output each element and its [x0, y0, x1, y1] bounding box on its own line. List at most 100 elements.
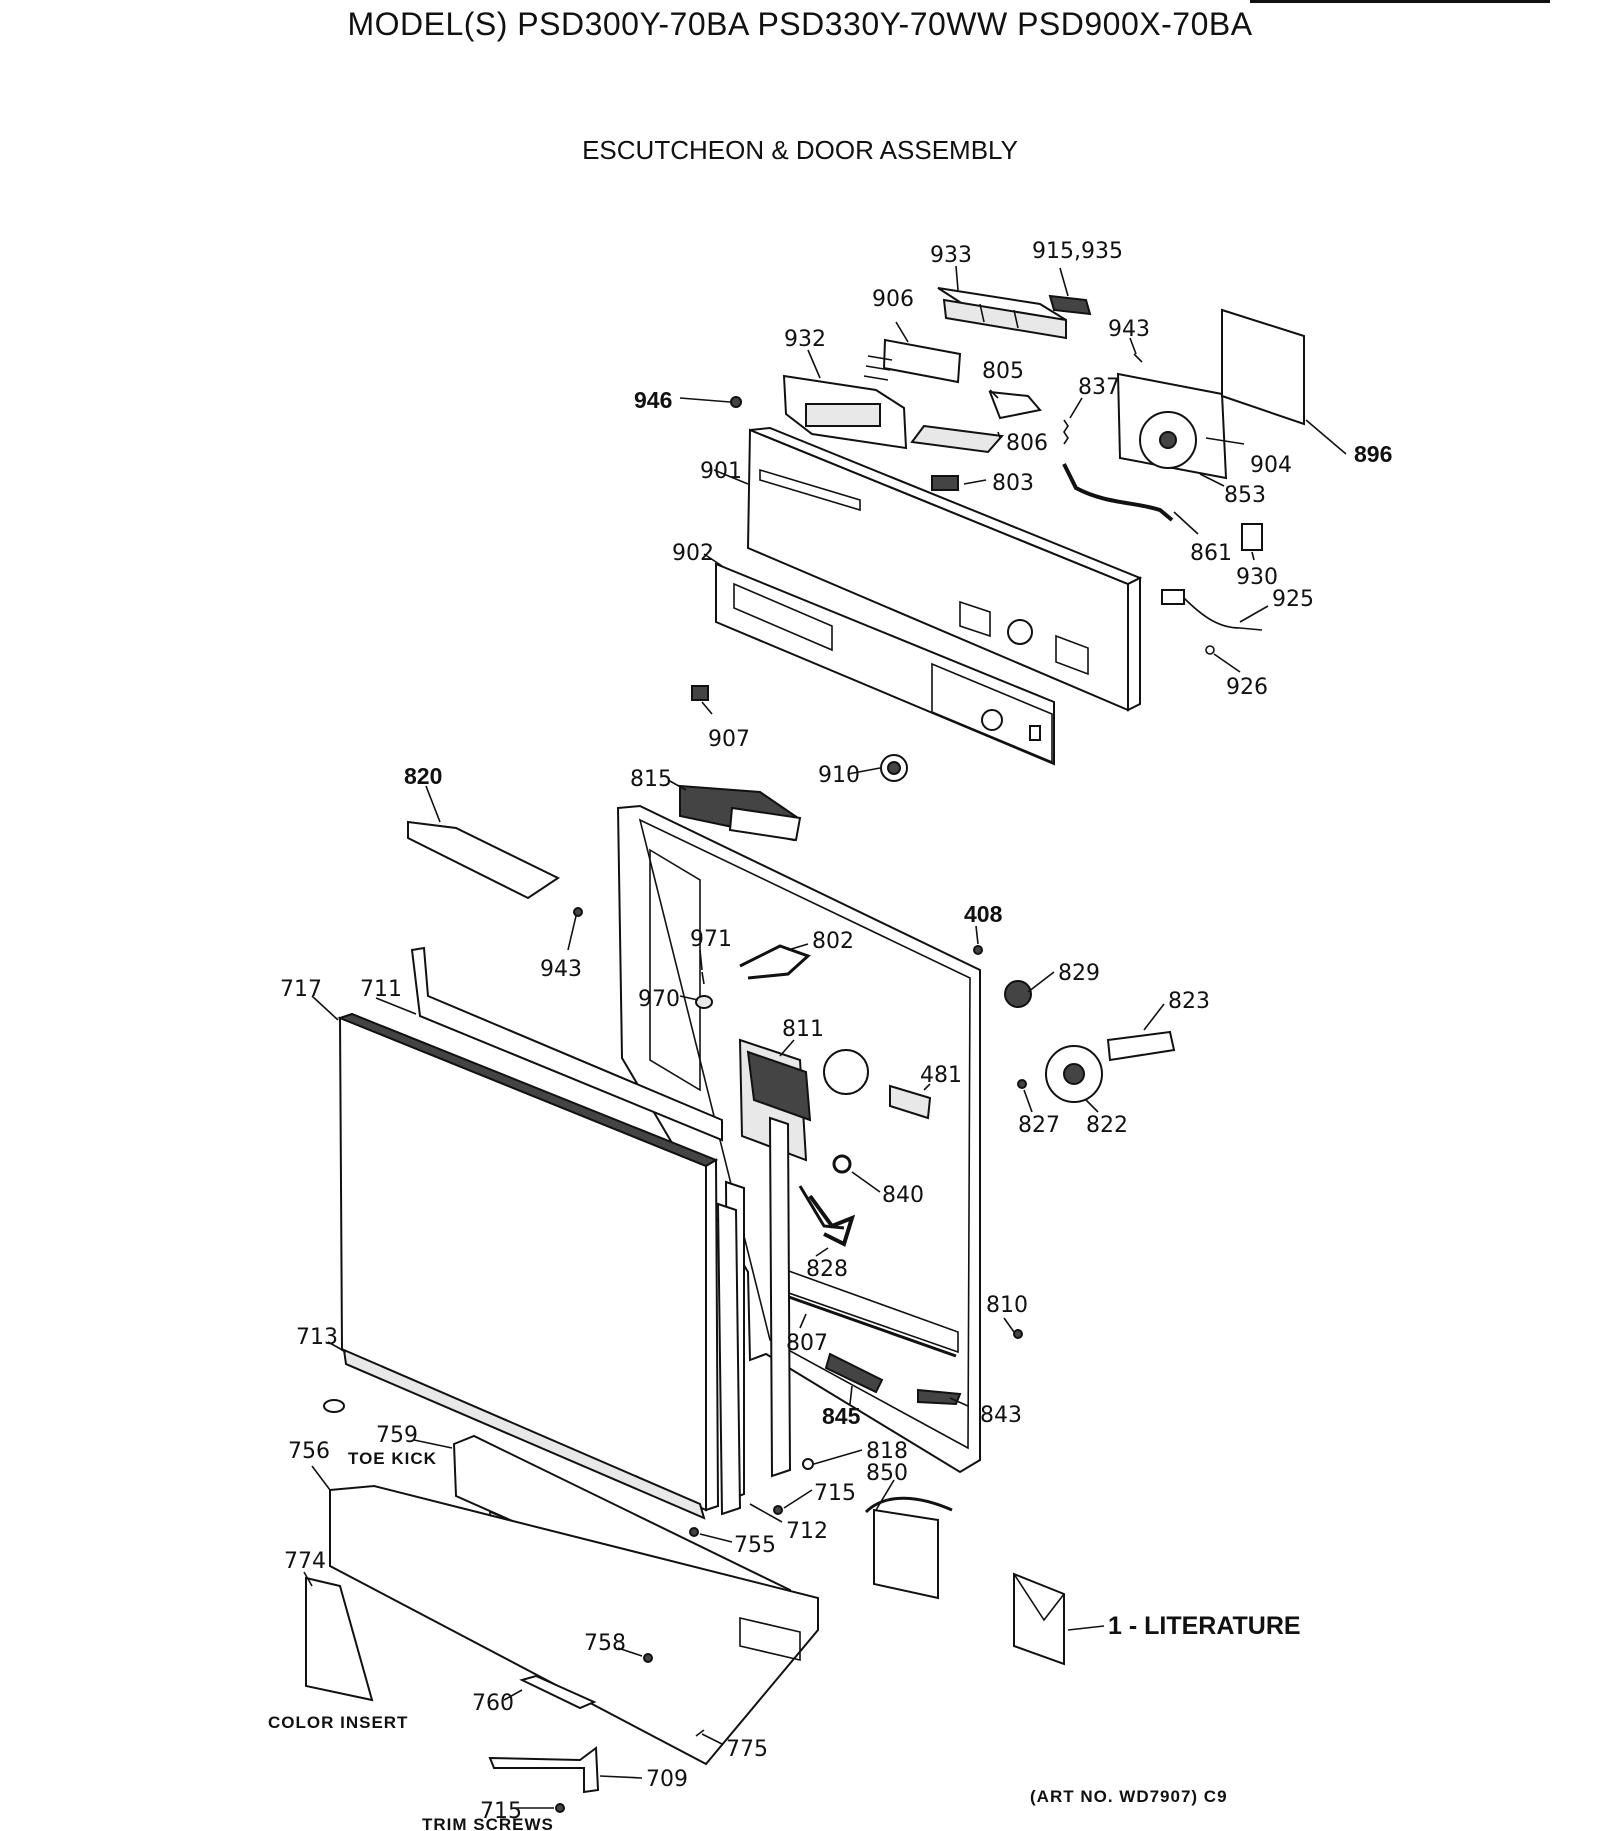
label-815: 815 — [630, 767, 672, 792]
note-literature: 1 - LITERATURE — [1108, 1612, 1301, 1640]
part-853-linkage — [1062, 463, 1174, 522]
part-805-clip — [988, 390, 1042, 420]
label-712: 712 — [786, 1519, 828, 1544]
part-829-hub — [1004, 980, 1032, 1008]
part-823-shaft — [1106, 1030, 1176, 1062]
label-756: 756 — [288, 1439, 330, 1464]
label-715-mid: 715 — [814, 1481, 856, 1506]
part-943-pin-top — [1133, 353, 1143, 363]
label-971: 971 — [690, 927, 732, 952]
label-820: 820 — [404, 763, 442, 789]
label-827: 827 — [1018, 1113, 1060, 1138]
label-806: 806 — [1006, 431, 1048, 456]
part-946-screw — [730, 396, 742, 408]
part-822-gear — [1045, 1045, 1103, 1103]
label-932: 932 — [784, 327, 826, 352]
note-art-number: (ART NO. WD7907) C9 — [1030, 1787, 1228, 1806]
label-840: 840 — [882, 1183, 924, 1208]
label-837: 837 — [1078, 375, 1120, 400]
label-902: 902 — [672, 541, 714, 566]
part-774-color-insert — [305, 1576, 374, 1702]
label-850: 850 — [866, 1461, 908, 1486]
label-828: 828 — [806, 1257, 848, 1282]
label-818: 818 — [866, 1439, 908, 1464]
model-title: MODEL(S) PSD300Y-70BA PSD330Y-70WW PSD90… — [347, 6, 1253, 42]
label-715-bottom: 715 — [480, 1799, 522, 1824]
label-853: 853 — [1224, 483, 1266, 508]
part-926-ring — [1205, 645, 1215, 655]
part-803-switch — [931, 475, 959, 491]
part-715-trim-screw — [555, 1803, 565, 1813]
label-946: 946 — [634, 387, 672, 413]
part-845-strap — [824, 1352, 884, 1394]
part-902-trim — [715, 562, 1055, 766]
label-774: 774 — [284, 1549, 326, 1574]
part-758-screw — [643, 1653, 653, 1663]
label-713: 713 — [296, 1325, 338, 1350]
label-829: 829 — [1058, 961, 1100, 986]
label-823: 823 — [1168, 989, 1210, 1014]
label-802: 802 — [812, 929, 854, 954]
part-840-spring — [832, 1154, 852, 1174]
label-755: 755 — [734, 1533, 776, 1558]
label-711: 711 — [360, 977, 402, 1002]
note-color-insert: COLOR INSERT — [268, 1713, 408, 1732]
note-toe-kick: TOE KICK — [348, 1449, 437, 1468]
part-811-dispenser — [746, 1050, 812, 1122]
label-904: 904 — [1250, 453, 1292, 478]
part-818-grommet — [802, 1458, 814, 1470]
header-rule — [1250, 0, 1550, 3]
part-810-screw — [1013, 1329, 1023, 1339]
label-896: 896 — [1354, 441, 1392, 467]
part-906-switch — [863, 338, 962, 384]
assembly-subtitle: ESCUTCHEON & DOOR ASSEMBLY — [582, 135, 1018, 165]
part-896-panel — [1221, 308, 1305, 426]
label-822: 822 — [1086, 1113, 1128, 1138]
label-970: 970 — [638, 987, 680, 1012]
label-907: 907 — [708, 727, 750, 752]
part-970-plug — [695, 995, 713, 1009]
label-845: 845 — [822, 1403, 861, 1429]
literature-envelope — [1013, 1572, 1065, 1666]
part-802-latch — [739, 944, 811, 980]
part-915-chip — [1048, 294, 1092, 316]
label-717: 717 — [280, 977, 322, 1002]
label-901: 901 — [700, 459, 742, 484]
label-758: 758 — [584, 1631, 626, 1656]
label-943-top: 943 — [1108, 317, 1150, 342]
label-807: 807 — [786, 1331, 828, 1356]
part-932-bracket — [782, 374, 908, 450]
part-904-timer — [1116, 372, 1228, 480]
part-930-switch — [1241, 523, 1263, 551]
part-806-plate — [910, 424, 1004, 454]
part-807-strip — [785, 1294, 957, 1358]
part-933-overlay — [937, 287, 1067, 340]
note-trim-screws: TRIM SCREWS — [422, 1815, 554, 1831]
part-712-rail-b — [768, 1116, 792, 1478]
label-709: 709 — [646, 1767, 688, 1792]
part-971-pin — [701, 971, 705, 985]
label-843: 843 — [980, 1403, 1022, 1428]
part-850-bracket — [864, 1496, 953, 1600]
part-775-screw — [695, 1729, 705, 1737]
part-709-bracket — [488, 1746, 600, 1794]
label-910: 910 — [818, 763, 860, 788]
label-925: 925 — [1272, 587, 1314, 612]
part-715-screw — [773, 1505, 783, 1515]
part-925-harness — [1161, 589, 1263, 631]
part-755-screw — [689, 1527, 699, 1537]
label-915-935: 915,935 — [1032, 239, 1123, 264]
part-713-trim — [342, 1348, 706, 1520]
label-811: 811 — [782, 1017, 824, 1042]
label-760: 760 — [472, 1691, 514, 1716]
leader-lines — [303, 265, 1347, 1809]
label-943-door: 943 — [540, 957, 582, 982]
part-756-kick-panel — [329, 1484, 819, 1766]
part-760-bracket — [519, 1674, 597, 1710]
label-805: 805 — [982, 359, 1024, 384]
part-408-screw — [973, 945, 983, 955]
part-843-bumper — [917, 1388, 962, 1406]
label-926: 926 — [1226, 675, 1268, 700]
part-815-grille — [679, 784, 802, 842]
